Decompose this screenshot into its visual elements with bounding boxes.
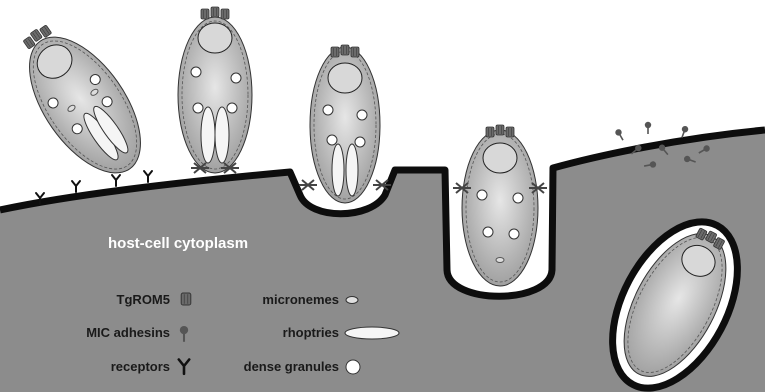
legend-label-rhoptries: rhoptries <box>283 325 339 340</box>
dense-granule-icon <box>346 360 360 374</box>
legend-label-receptors: receptors <box>111 359 170 374</box>
legend-label-mic-adhesins: MIC adhesins <box>86 325 170 340</box>
parasite-attaching <box>178 7 252 173</box>
legend-label-micronemes: micronemes <box>262 292 339 307</box>
host-cell-cytoplasm-label: host-cell cytoplasm <box>108 235 248 252</box>
rhoptry-icon <box>345 327 399 339</box>
legend-label-dense-granules: dense granules <box>244 359 339 374</box>
legend-label-tgrom5: TgROM5 <box>117 292 170 307</box>
parasite-attached-tilted <box>1 8 163 192</box>
tgrom5-icon <box>181 293 191 305</box>
parasite-penetrating <box>299 45 391 203</box>
microneme-icon <box>346 297 358 304</box>
